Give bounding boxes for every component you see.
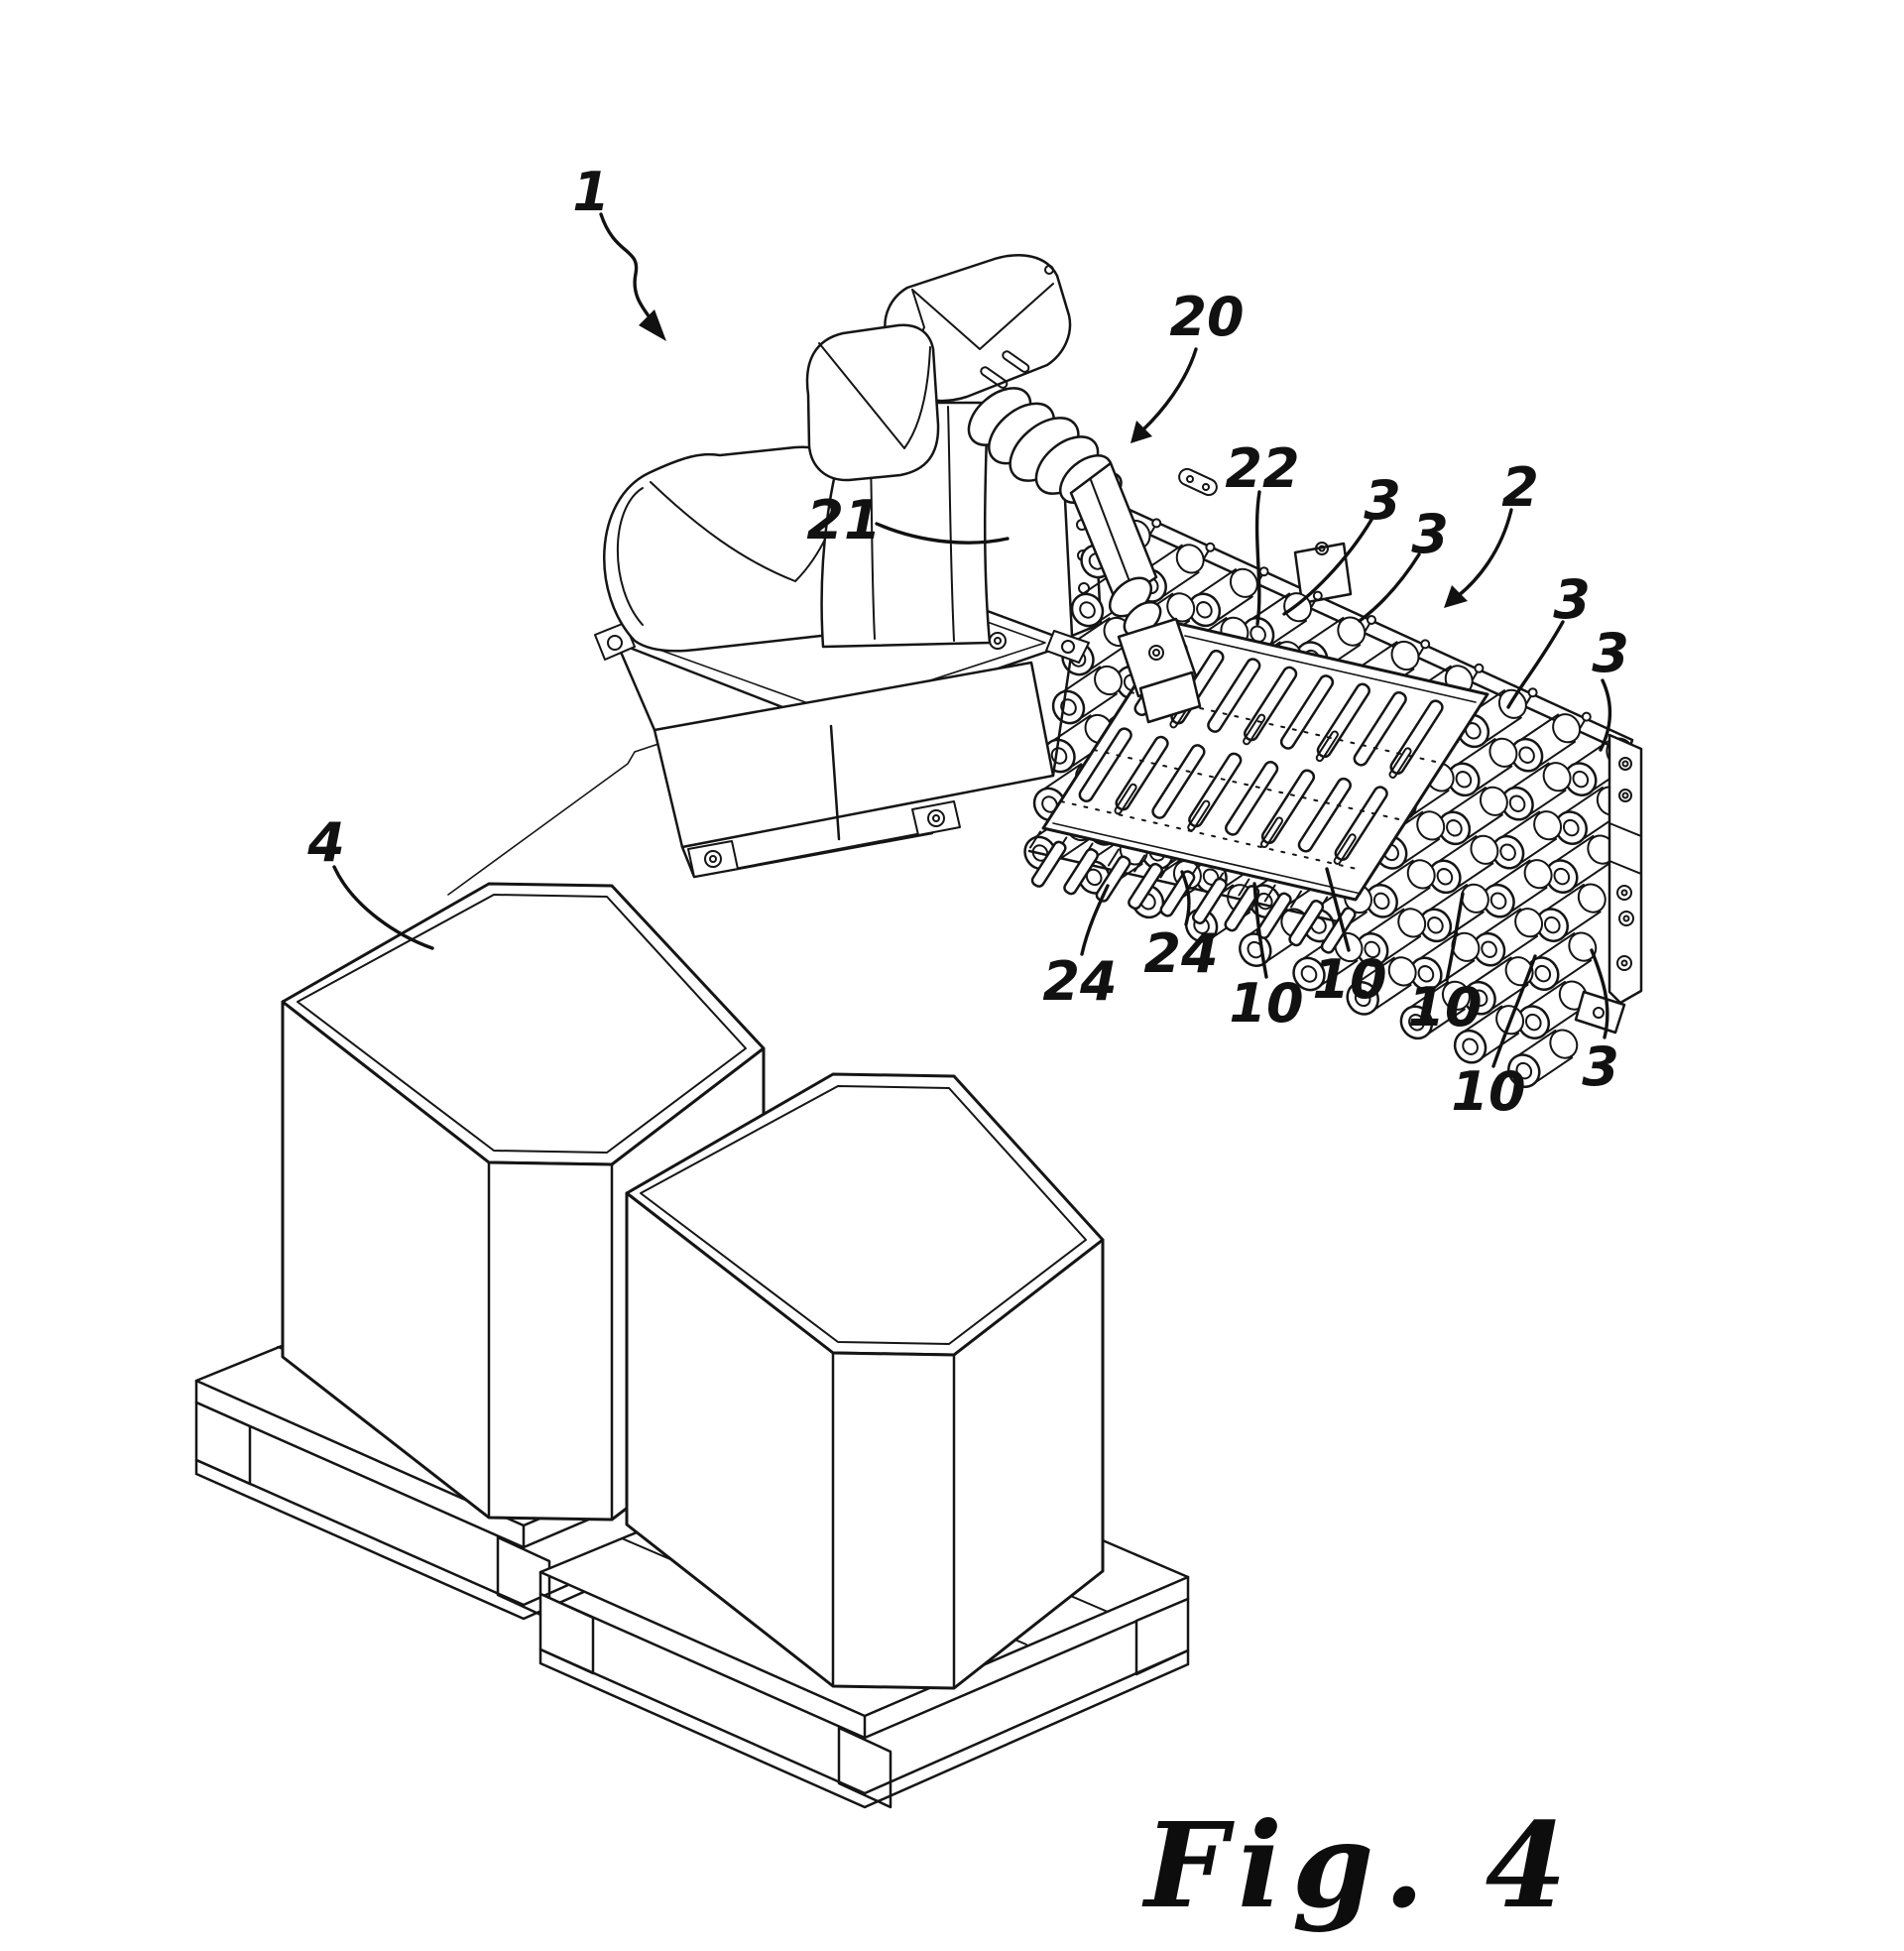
ref-label-1: 1 bbox=[572, 161, 610, 223]
ref-label-21: 21 bbox=[806, 489, 881, 551]
wrist-mount bbox=[1108, 576, 1202, 724]
arrowhead-1 bbox=[639, 309, 666, 341]
ref-label-20: 20 bbox=[1169, 286, 1244, 348]
leader-lines bbox=[332, 212, 1612, 1068]
arrowhead-20 bbox=[1130, 421, 1152, 443]
container-right bbox=[625, 1072, 1105, 1690]
reference-numerals: 1 20 21 22 3 3 2 3 3 4 24 24 10 10 10 10… bbox=[306, 161, 1629, 1123]
ref-label-10-3: 10 bbox=[1407, 976, 1482, 1038]
ref-label-3-5: 3 bbox=[1582, 1036, 1619, 1098]
forearm-tube bbox=[1069, 461, 1218, 605]
ref-label-3-1: 3 bbox=[1364, 469, 1401, 532]
boundary-line bbox=[447, 731, 695, 896]
ref-label-3-2: 3 bbox=[1411, 503, 1449, 565]
ref-label-10-1: 10 bbox=[1229, 972, 1303, 1035]
ref-label-22: 22 bbox=[1225, 437, 1299, 500]
ref-label-3-4: 3 bbox=[1592, 622, 1629, 684]
arrowhead-2 bbox=[1444, 585, 1468, 608]
ref-label-2: 2 bbox=[1501, 456, 1539, 519]
head-cowl bbox=[805, 323, 940, 482]
rack-right-panel bbox=[1607, 733, 1643, 1005]
ref-label-10-2: 10 bbox=[1312, 948, 1386, 1011]
ref-label-10-4: 10 bbox=[1451, 1060, 1525, 1123]
ref-label-4: 4 bbox=[306, 811, 345, 874]
robot-arm bbox=[594, 254, 1218, 879]
base-cowl bbox=[603, 445, 865, 653]
ref-label-24-1: 24 bbox=[1042, 950, 1117, 1013]
cable-tag bbox=[1178, 467, 1218, 497]
figure-caption: Fig. 4 bbox=[1141, 1796, 1576, 1934]
hanging-pins bbox=[1030, 840, 1357, 954]
ref-label-3-3: 3 bbox=[1553, 568, 1591, 631]
ref-label-24-2: 24 bbox=[1143, 922, 1218, 985]
